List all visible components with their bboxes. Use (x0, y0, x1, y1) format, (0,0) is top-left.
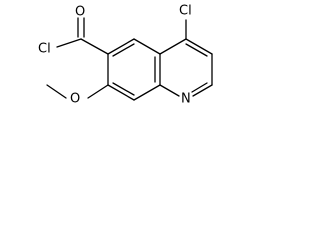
double-bond-inner (112, 43, 135, 57)
bond (107, 84, 135, 101)
atom-label-carbonyl-o: O (75, 5, 85, 20)
bond (192, 84, 213, 97)
bond (133, 38, 161, 55)
atom-label-methoxy-o: O (70, 92, 80, 107)
double-bond-inner (112, 82, 135, 96)
bond (56, 38, 82, 48)
bond (87, 84, 109, 99)
bond (159, 84, 180, 97)
bond (80, 38, 109, 55)
chemical-structure: O Cl Cl O N (38, 4, 213, 107)
bond (133, 84, 161, 101)
atom-label-ring-cl: Cl (179, 4, 192, 19)
atom-label-ring-n: N (181, 92, 191, 107)
bond-lines (46, 17, 213, 101)
double-bond-inner (191, 82, 208, 93)
bond (46, 84, 67, 99)
atom-labels: O Cl Cl O N (38, 4, 192, 107)
atom-label-acid-chloride-cl: Cl (38, 42, 51, 57)
bond (185, 38, 213, 55)
bond (159, 38, 187, 55)
double-bond-inner (185, 43, 208, 57)
bond (107, 38, 135, 55)
